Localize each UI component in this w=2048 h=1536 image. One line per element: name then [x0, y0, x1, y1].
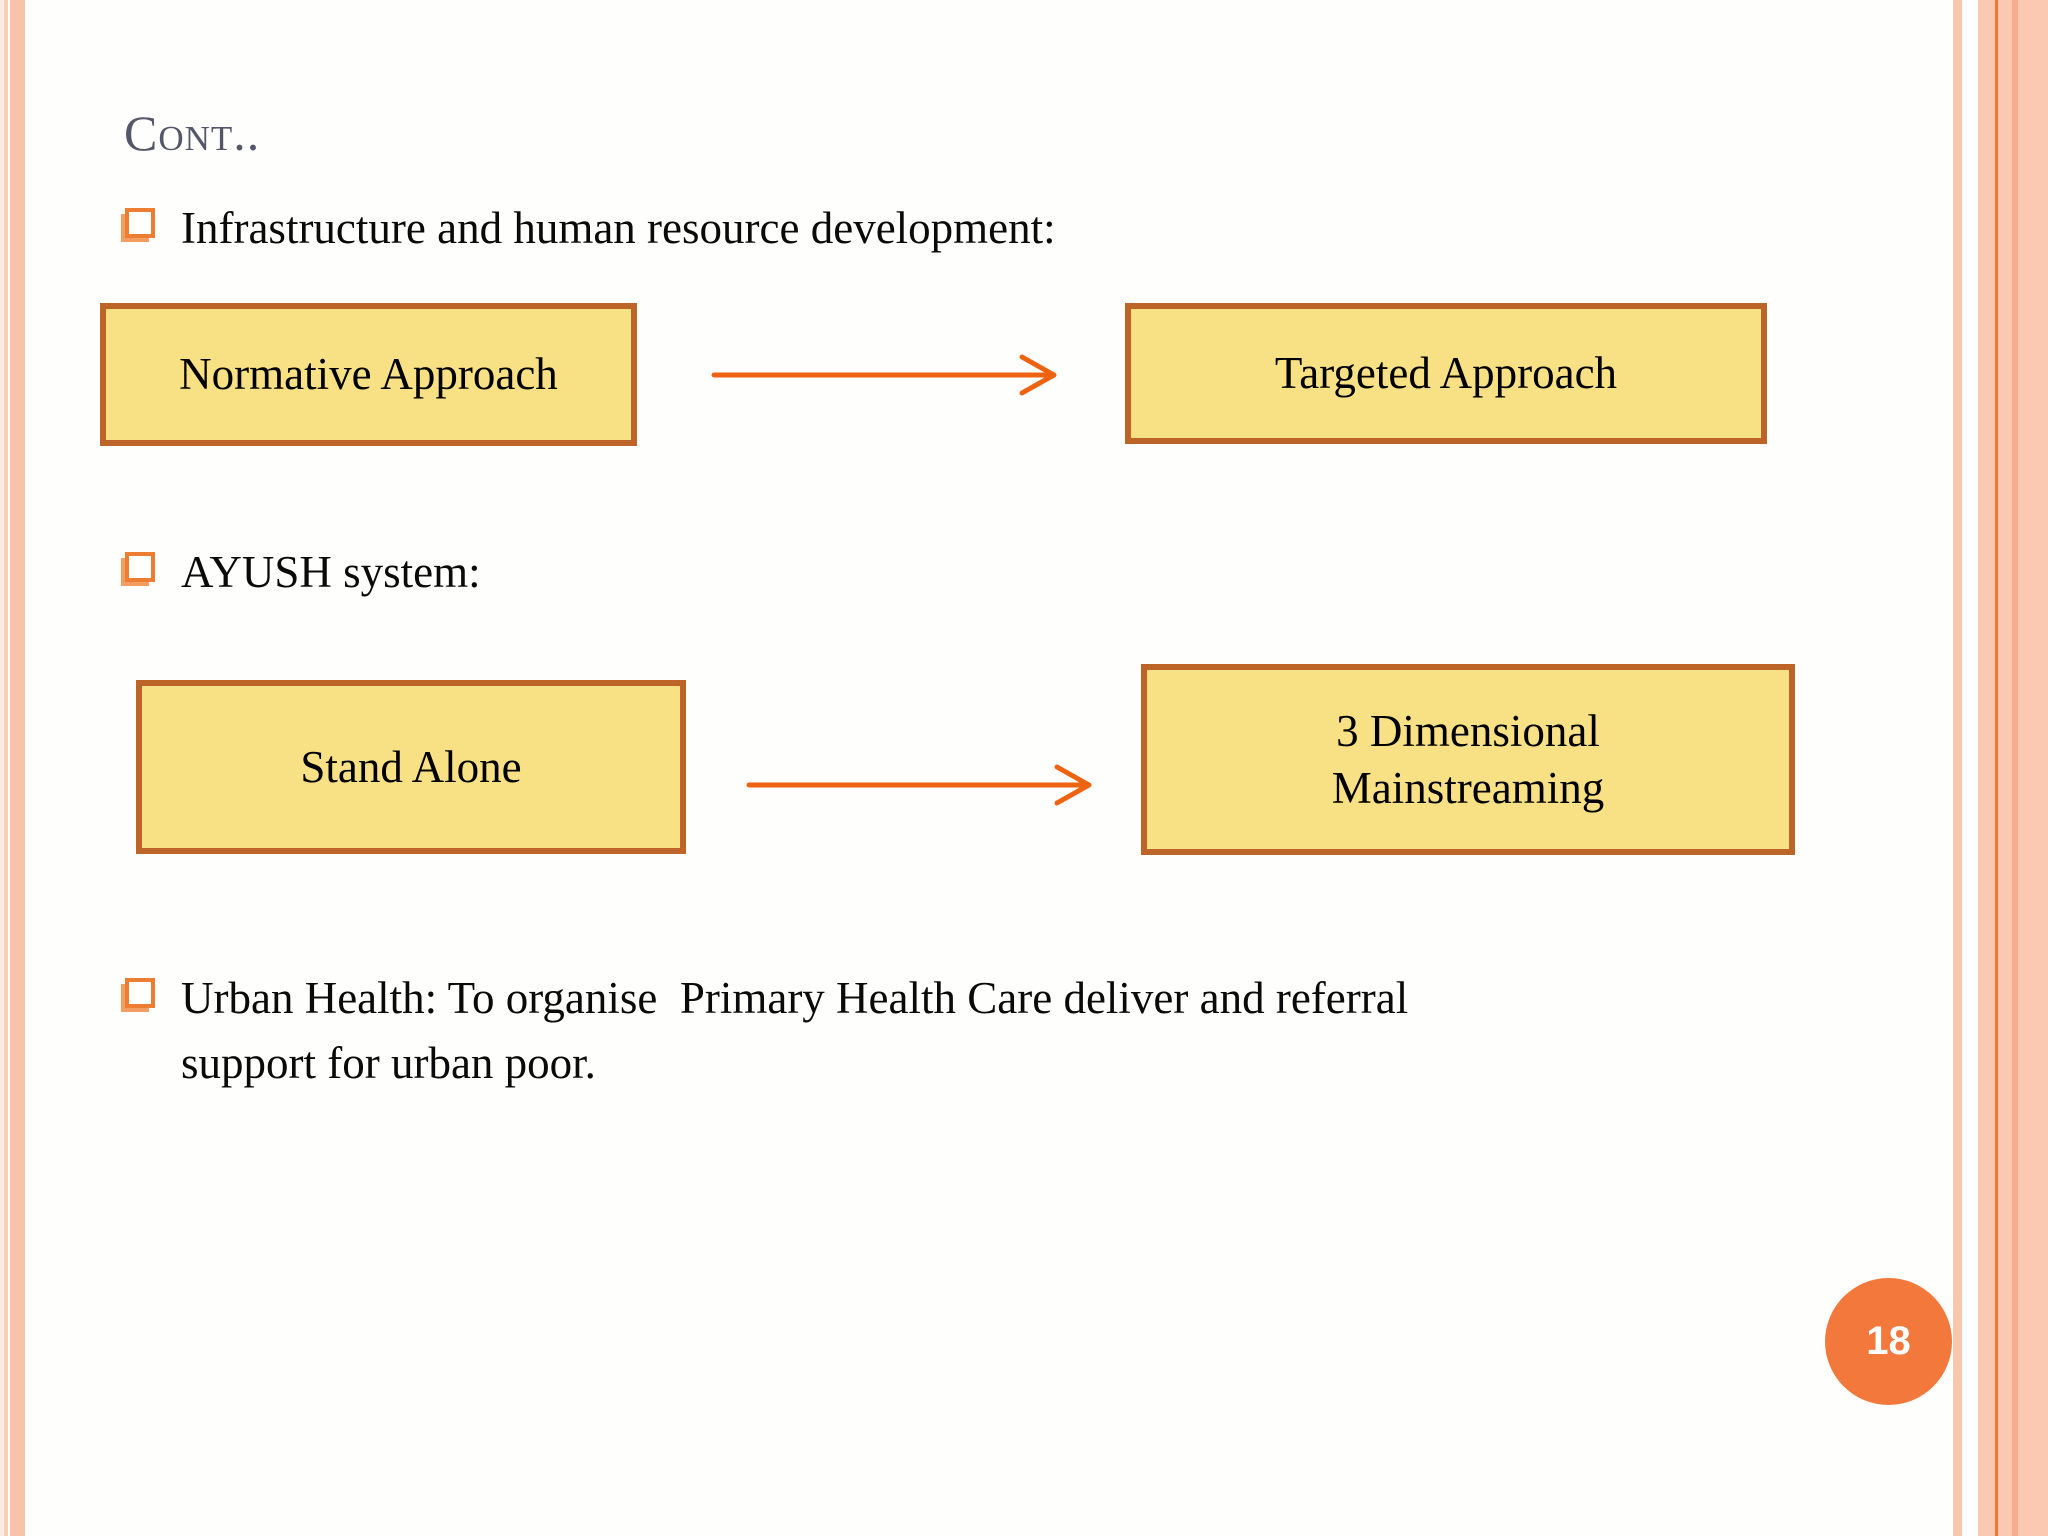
bullet-item-urban-health: Urban Health: To organise Primary Health… [125, 966, 1471, 1097]
right-arrow-icon [711, 354, 1057, 396]
three-dimensional-mainstreaming-box: 3 Dimensional Mainstreaming [1141, 664, 1795, 855]
page-number: 18 [1866, 1319, 1911, 1363]
bullet-text: AYUSH system: [181, 547, 481, 597]
page-number-badge: 18 [1825, 1278, 1952, 1405]
bullet-text: Infrastructure and human resource develo… [181, 203, 1056, 253]
bullet-square-icon [125, 552, 155, 582]
right-border-shade-stripe [2012, 0, 2018, 1536]
bullet-square-icon [125, 208, 155, 238]
left-border-stripe-middle [4, 0, 8, 1536]
targeted-approach-box: Targeted Approach [1125, 303, 1767, 444]
bullet-item-infrastructure: Infrastructure and human resource develo… [125, 196, 1056, 261]
slide-title: Cont.. [124, 105, 261, 161]
box-label: Normative Approach [179, 349, 558, 400]
right-arrow-icon [746, 764, 1092, 806]
bullet-square-icon [125, 978, 155, 1008]
box-label-line2: Mainstreaming [1331, 762, 1605, 813]
bullet-text: Urban Health: To organise Primary Health… [181, 973, 1420, 1089]
stand-alone-box: Stand Alone [136, 680, 686, 854]
bullet-item-ayush: AYUSH system: [125, 540, 481, 605]
right-border-stripe-inner [1953, 0, 1962, 1536]
normative-approach-box: Normative Approach [100, 303, 637, 446]
left-border-stripe-inner [10, 0, 25, 1536]
right-border-accent-line [1995, 0, 1998, 1536]
box-label: Targeted Approach [1274, 348, 1618, 399]
box-label: Stand Alone [300, 741, 522, 792]
box-label-line1: 3 Dimensional [1336, 706, 1600, 757]
left-border-stripe-outer [0, 0, 3, 1536]
